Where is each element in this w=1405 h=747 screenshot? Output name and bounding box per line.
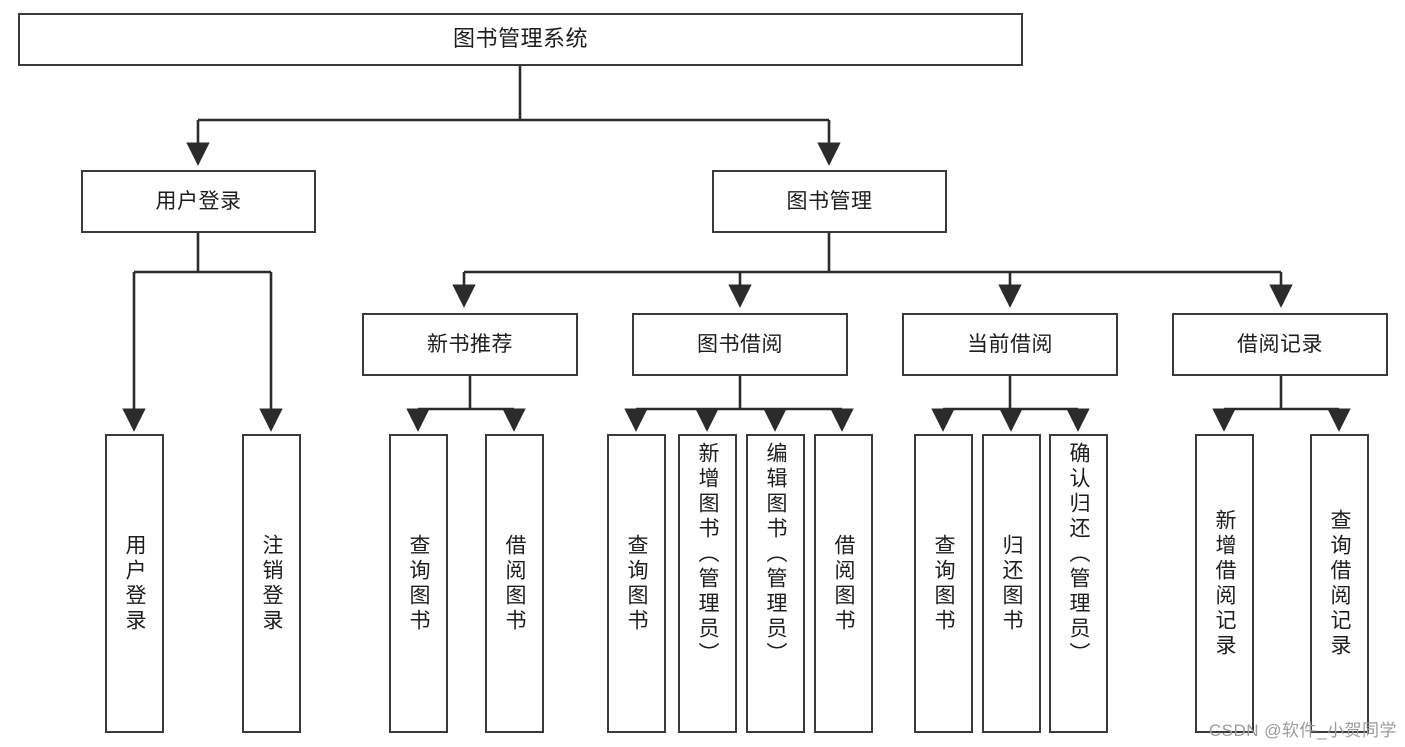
node-label: 用户登录 [123,533,146,634]
node-label: 查询图书 [932,533,955,634]
node-new-book-recommendation[interactable]: 新书推荐 [362,313,578,376]
node-label: 图书管理 [786,189,873,213]
node-label: 新增图书（管理员） [696,442,719,667]
node-label: 图书借阅 [697,332,783,356]
node-label: 查询图书 [407,533,430,634]
node-root-book-management-system[interactable]: 图书管理系统 [18,13,1023,66]
leaf-return-book[interactable]: 归还图书 [982,434,1041,733]
node-label: 借阅图书 [503,533,526,634]
leaf-user-login[interactable]: 用户登录 [105,434,164,733]
leaf-borrow-book-recommendation[interactable]: 借阅图书 [485,434,544,733]
node-label: 用户登录 [155,189,242,213]
node-current-borrowing[interactable]: 当前借阅 [902,313,1118,376]
leaf-borrow-book-borrowing[interactable]: 借阅图书 [814,434,873,733]
leaf-query-book-current[interactable]: 查询图书 [914,434,973,733]
node-label: 借阅记录 [1237,332,1323,356]
node-book-management[interactable]: 图书管理 [712,170,947,233]
node-label: 新书推荐 [427,332,513,356]
node-label: 借阅图书 [832,533,855,634]
node-label: 新增借阅记录 [1213,508,1236,659]
node-label: 查询图书 [625,533,648,634]
leaf-query-book-borrowing[interactable]: 查询图书 [607,434,666,733]
leaf-edit-book-admin[interactable]: 编辑图书（管理员） [746,434,805,733]
node-label: 当前借阅 [967,332,1053,356]
leaf-confirm-return-admin[interactable]: 确认归还（管理员） [1049,434,1108,733]
node-label: 注销登录 [260,533,283,634]
node-label: 编辑图书（管理员） [764,442,787,667]
leaf-query-book-recommendation[interactable]: 查询图书 [389,434,448,733]
node-label: 确认归还（管理员） [1067,442,1090,667]
node-label: 查询借阅记录 [1328,508,1351,659]
node-user-login[interactable]: 用户登录 [81,170,316,233]
csdn-watermark: CSDN @软件_小贺同学 [1208,721,1397,740]
node-label: 归还图书 [1000,533,1023,634]
leaf-add-book-admin[interactable]: 新增图书（管理员） [678,434,737,733]
leaf-logout[interactable]: 注销登录 [242,434,301,733]
leaf-add-borrowing-record[interactable]: 新增借阅记录 [1195,434,1254,733]
node-book-borrowing[interactable]: 图书借阅 [632,313,848,376]
node-borrowing-record[interactable]: 借阅记录 [1172,313,1388,376]
leaf-query-borrowing-record[interactable]: 查询借阅记录 [1310,434,1369,733]
node-label: 图书管理系统 [452,26,588,52]
